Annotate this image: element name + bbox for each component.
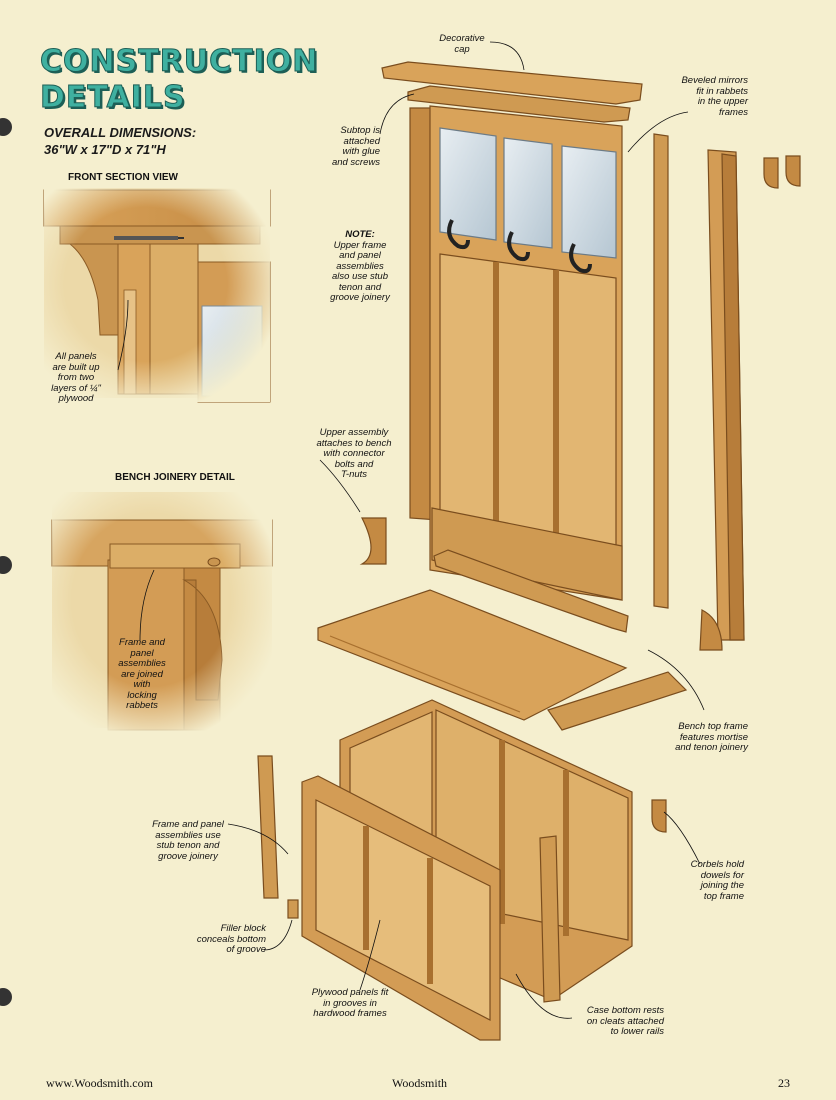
callout-line: tenon and <box>338 281 382 293</box>
callout-line: Upper assembly <box>319 427 389 438</box>
callout-line: NOTE: <box>345 229 375 240</box>
callout-bench-top-frame: Bench top frame features mortise and ten… <box>652 721 748 754</box>
callout-line: Frame and <box>119 637 165 648</box>
callout-line: top frame <box>703 890 744 902</box>
front-section-title: FRONT SECTION VIEW <box>68 172 178 183</box>
callout-line: Frame and panel <box>152 819 224 830</box>
callout-line: in the upper <box>697 96 748 107</box>
bench-joinery-drawing <box>51 492 273 732</box>
callout-line: attaches to bench <box>316 437 392 449</box>
callout-upper-assembly: Upper assembly attaches to bench with co… <box>308 427 400 481</box>
callout-line: fit in rabbets <box>696 85 748 97</box>
callout-line: stub tenon and <box>156 840 220 851</box>
callout-line: with connector <box>323 448 385 459</box>
callout-line: in grooves in <box>323 997 377 1009</box>
callout-line: T-nuts <box>340 469 368 480</box>
callout-line: of groove <box>226 944 266 955</box>
binder-hole-top <box>0 118 12 136</box>
callout-line: layers of ¼" <box>51 382 101 394</box>
callout-filler-block: Filler block conceals bottom of groove <box>180 923 266 956</box>
callout-line: are joined <box>121 668 163 680</box>
callout-line: assemblies <box>336 260 384 272</box>
callout-line: and screws <box>331 156 380 168</box>
callout-leaders <box>117 41 705 1019</box>
callout-beveled-mirrors: Beveled mirrors fit in rabbets in the up… <box>652 75 748 118</box>
binder-hole-middle <box>0 556 12 574</box>
callout-line: and panel <box>339 250 381 261</box>
callout-line: Beveled mirrors <box>681 75 748 86</box>
footer-magazine: Woodsmith <box>392 1076 448 1090</box>
callout-line: bolts and <box>334 458 374 470</box>
callout-line: also use stub <box>332 271 388 282</box>
hall-tree-exploded-view <box>257 61 801 1041</box>
callout-line: Case bottom rests <box>586 1005 664 1016</box>
binder-hole-bottom <box>0 988 12 1006</box>
front-section-drawing <box>43 188 271 403</box>
dimensions-label: OVERALL DIMENSIONS: <box>44 125 197 140</box>
callout-line: conceals bottom <box>196 933 266 945</box>
callout-line: on cleats attached <box>586 1015 664 1027</box>
callout-line: groove joinery <box>330 292 390 303</box>
callout-note: NOTE: Upper frame and panel assemblies a… <box>320 229 400 304</box>
callout-case-bottom: Case bottom rests on cleats attached to … <box>566 1005 664 1038</box>
callout-plywood-panels: Plywood panels fit in grooves in hardwoo… <box>300 987 400 1020</box>
callout-line: frames <box>718 106 748 118</box>
callout-line: All panels <box>55 351 97 362</box>
callout-line: groove joinery <box>158 850 218 862</box>
callout-line: with <box>133 679 151 690</box>
callout-line: and tenon joinery <box>675 742 748 753</box>
footer-website[interactable]: www.Woodsmith.com <box>46 1076 153 1090</box>
callout-line: plywood <box>58 393 94 404</box>
callout-line: attached <box>343 135 380 147</box>
callout-line: hardwood frames <box>313 1008 387 1019</box>
callout-line: panel <box>130 647 154 659</box>
title-line-1: CONSTRUCTION <box>39 44 319 80</box>
callout-line: rabbets <box>126 700 158 711</box>
callout-line: Decorative <box>439 33 485 44</box>
overall-dimensions: OVERALL DIMENSIONS: 36"W x 17"D x 71"H <box>44 124 196 158</box>
page-number: 23 <box>778 1076 790 1090</box>
callout-line: Corbels hold <box>690 859 744 870</box>
callout-line: to lower rails <box>610 1026 664 1037</box>
callout-line: Plywood panels fit <box>311 987 389 998</box>
callout-corbels: Corbels hold dowels for joining the top … <box>670 859 744 902</box>
callout-line: features mortise <box>679 731 748 743</box>
callout-all-panels: All panels are built up from two layers … <box>44 351 108 405</box>
callout-line: assemblies <box>118 658 166 669</box>
callout-line: locking <box>127 689 157 701</box>
title-line-2: DETAILS <box>39 80 186 116</box>
callout-line: are built up <box>52 361 100 373</box>
callout-line: from two <box>57 372 95 383</box>
callout-line: joining the <box>700 880 744 891</box>
callout-line: with glue <box>342 146 381 157</box>
page-title: CONSTRUCTION DETAILS <box>39 44 319 116</box>
callout-line: cap <box>454 43 470 55</box>
callout-frame-panel-locking: Frame and panel assemblies are joined wi… <box>112 637 172 712</box>
callout-subtop: Subtop is attached with glue and screws <box>318 125 381 168</box>
callout-line: Bench top frame <box>678 721 748 732</box>
callout-line: dowels for <box>700 869 744 881</box>
bench-joinery-title: BENCH JOINERY DETAIL <box>115 472 235 483</box>
callout-line: Subtop is <box>340 125 380 136</box>
callout-line: Upper frame <box>333 239 387 251</box>
callout-frame-panel-stub: Frame and panel assemblies use stub teno… <box>140 819 236 862</box>
dimensions-value: 36"W x 17"D x 71"H <box>44 142 166 157</box>
callout-line: assemblies use <box>155 829 221 841</box>
callout-line: Filler block <box>220 923 266 934</box>
callout-decorative-cap: Decorative cap <box>426 33 498 55</box>
